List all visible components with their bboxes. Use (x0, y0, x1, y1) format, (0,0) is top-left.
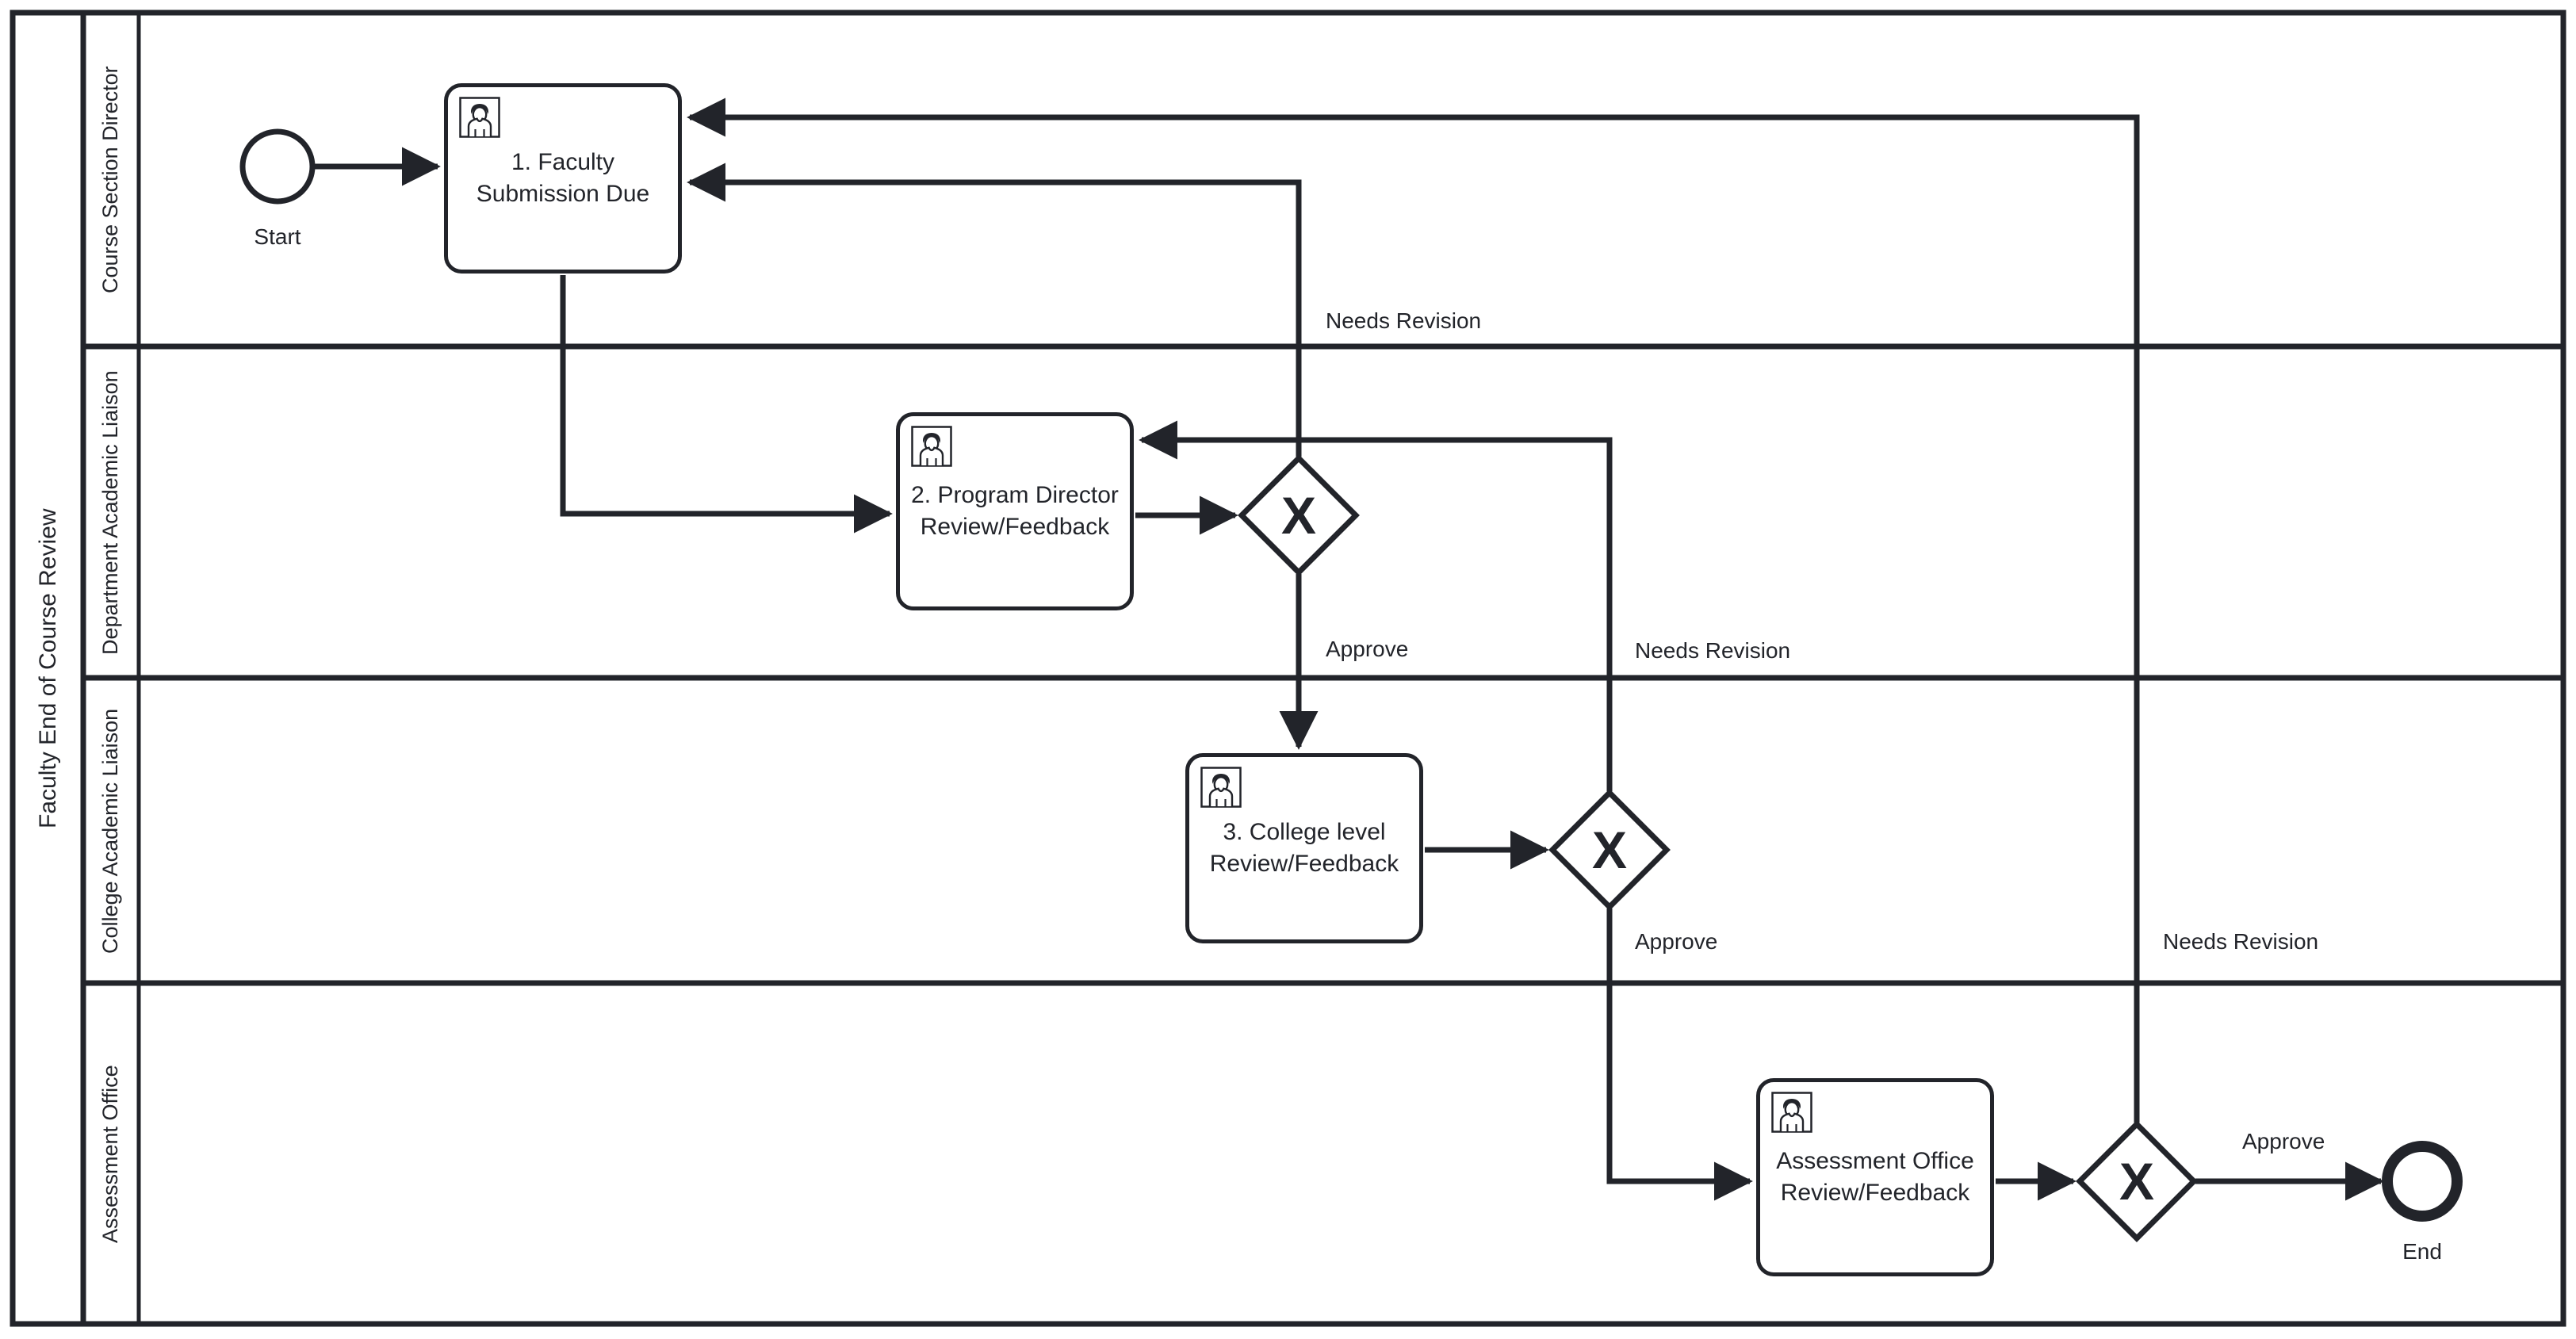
svg-text:X: X (2119, 1152, 2154, 1211)
flow-task1-to-task2 (560, 275, 893, 534)
flow-gateway2-approve-to-task4 (1606, 909, 1753, 1201)
task-2-program-director-review[interactable]: 2. Program Director Review/Feedback (896, 412, 1134, 610)
pool-frame (10, 10, 2566, 1327)
flow-label-needs-revision-1: Needs Revision (1326, 308, 1482, 333)
start-event-circle[interactable] (239, 128, 316, 205)
task-1-label: 1. Faculty Submission Due (476, 149, 650, 207)
gateway-2-shape[interactable]: X (1548, 789, 1671, 911)
flow-label-needs-revision-3: Needs Revision (2163, 929, 2319, 954)
flow-gateway3-needs-revision-to-task1 (687, 98, 2140, 1123)
lane-label-college-academic-liaison: College Academic Liaison (98, 708, 123, 954)
task-3-label: 3. College level Review/Feedback (1209, 819, 1399, 877)
task-3-college-level-review[interactable]: 3. College level Review/Feedback (1185, 753, 1423, 943)
gateway-3-shape[interactable]: X (2076, 1120, 2198, 1242)
start-event-label: Start (254, 224, 301, 249)
end-event-label: End (2402, 1239, 2442, 1264)
user-task-icon (911, 426, 952, 467)
user-task-icon (459, 97, 500, 138)
svg-text:X: X (1281, 486, 1316, 545)
user-task-icon (1771, 1092, 1812, 1133)
pool-label: Faculty End of Course Review (34, 508, 61, 828)
svg-text:X: X (1592, 821, 1627, 879)
gateway-1-shape[interactable]: X (1238, 454, 1360, 576)
flow-label-approve-3: Approve (2242, 1129, 2325, 1153)
flow-gateway1-needs-revision-to-task1 (687, 163, 1302, 457)
task-1-faculty-submission-due[interactable]: 1. Faculty Submission Due (444, 83, 682, 274)
lane-label-department-academic-liaison: Department Academic Liaison (98, 370, 123, 655)
user-task-icon (1200, 767, 1242, 808)
end-event-circle[interactable] (2382, 1141, 2463, 1222)
flow-label-approve-2: Approve (1635, 929, 1718, 954)
task-2-label: 2. Program Director Review/Feedback (911, 482, 1119, 540)
lane-dividers (83, 343, 2563, 986)
flow-gateway2-needs-revision-to-task2 (1139, 420, 1613, 791)
task-4-assessment-office-review[interactable]: Assessment Office Review/Feedback (1756, 1078, 1994, 1276)
flow-label-approve-1: Approve (1326, 637, 1409, 661)
lane-label-course-section-director: Course Section Director (98, 66, 123, 293)
lane-label-assessment-office: Assessment Office (98, 1065, 123, 1243)
task-4-label: Assessment Office Review/Feedback (1776, 1148, 1974, 1206)
flow-label-needs-revision-2: Needs Revision (1635, 638, 1791, 663)
